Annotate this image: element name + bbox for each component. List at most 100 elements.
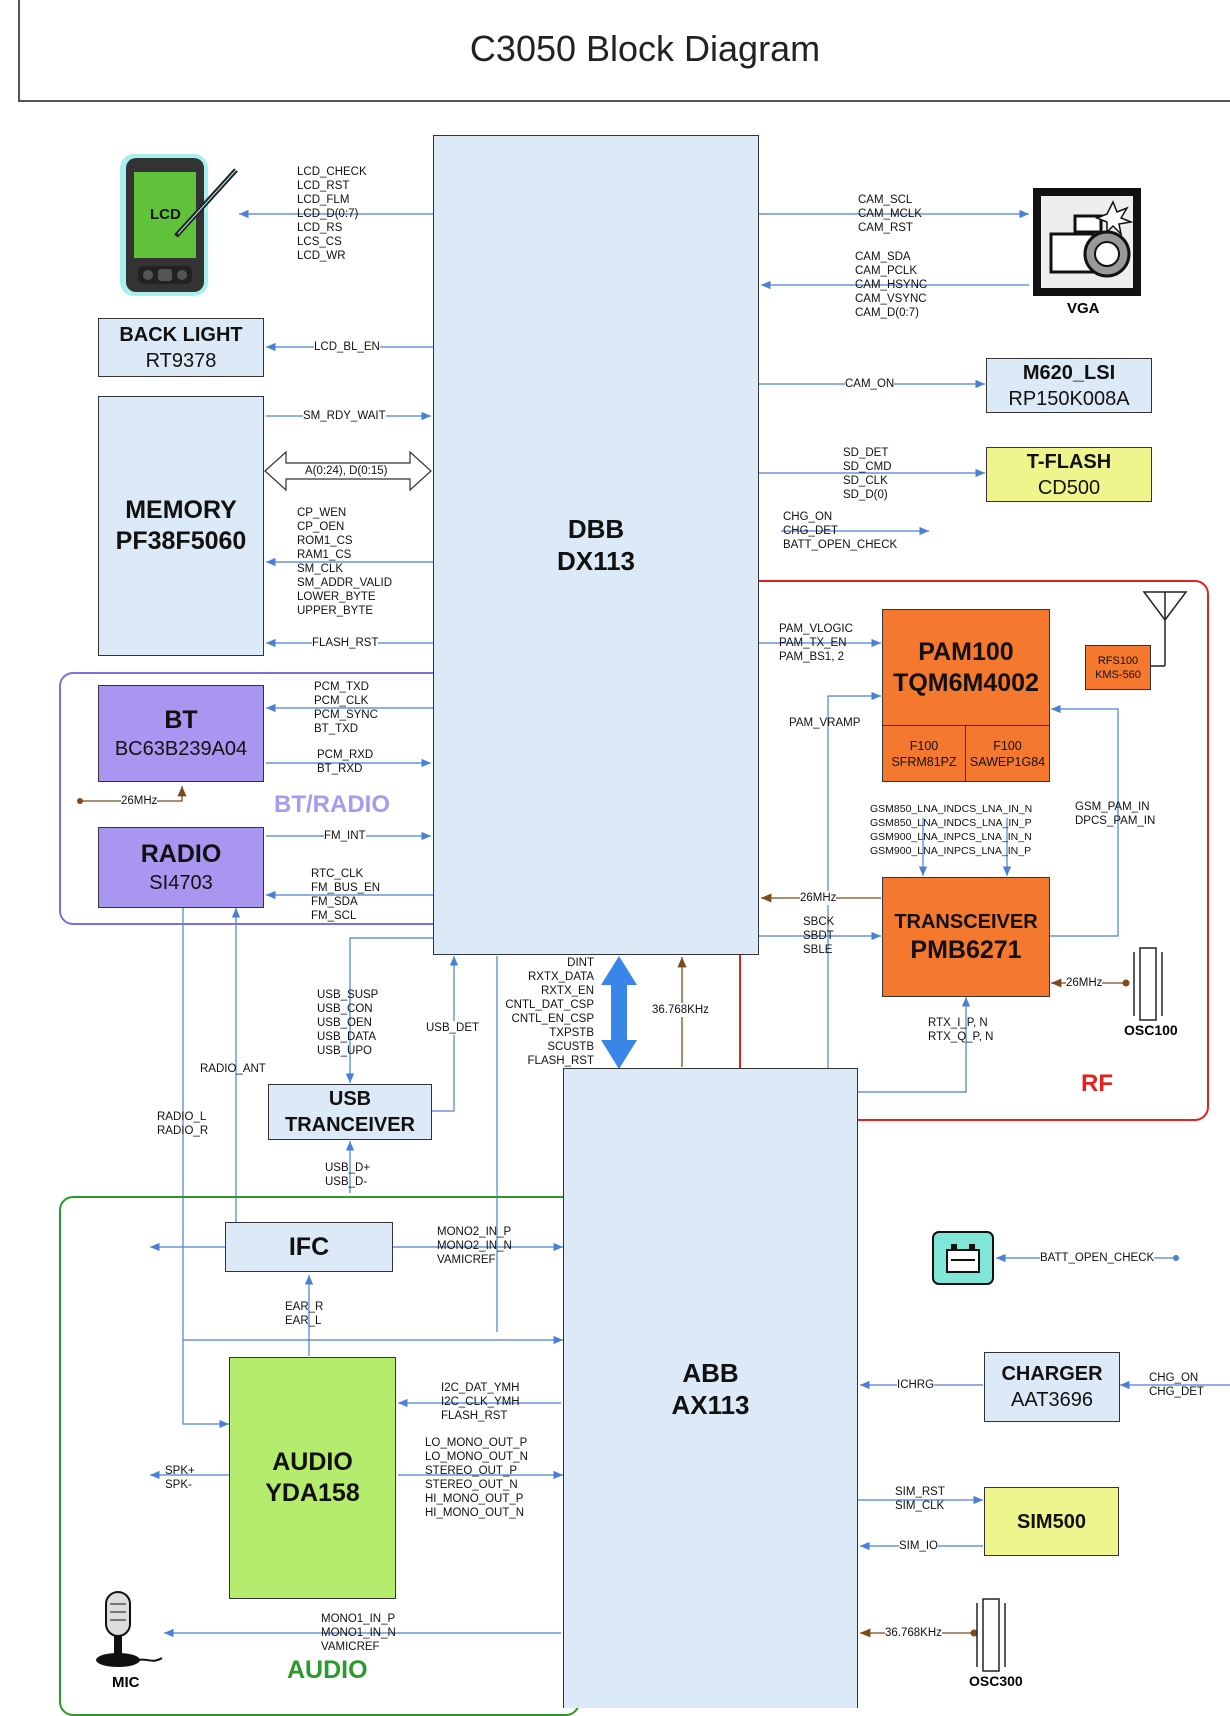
sig-ear: EAR_R EAR_L xyxy=(285,1301,324,1327)
backlight-part: RT9378 xyxy=(145,349,217,372)
sig-mem-ctrl: CP_WEN CP_OEN ROM1_CS RAM1_CS SM_CLK SM_… xyxy=(297,507,393,617)
audio-part: YDA158 xyxy=(265,1479,360,1507)
charger-name: CHARGER xyxy=(1001,1363,1103,1385)
tflash-name: T-FLASH xyxy=(1026,450,1112,473)
battery-icon xyxy=(932,1231,994,1285)
sig-cam-on: CAM_ON xyxy=(845,377,895,391)
tflash-block: T-FLASH CD500 xyxy=(986,447,1152,502)
abb-part: AX113 xyxy=(671,1389,750,1420)
sig-cam-data: CAM_SDA CAM_PCLK CAM_HSYNC CAM_VSYNC CAM… xyxy=(855,251,928,319)
address-bus-arrow xyxy=(264,450,432,492)
charger-part: AAT3696 xyxy=(1011,1389,1093,1411)
osc300-label: OSC300 xyxy=(969,1673,1023,1689)
audio-block: AUDIO YDA158 xyxy=(229,1357,396,1599)
osc300-wrap: OSC300 xyxy=(967,1597,1037,1692)
ifc-name: IFC xyxy=(288,1232,330,1261)
mic-label: MIC xyxy=(112,1674,140,1691)
sig-addr: A(0:24), D(0:15) xyxy=(305,465,388,477)
wire-radio-lr xyxy=(182,908,229,1429)
mic-wrap: MIC xyxy=(88,1588,168,1692)
sig-sd: SD_DET SD_CMD SD_CLK SD_D(0) xyxy=(843,447,892,501)
sig-chg: CHG_ON CHG_DET BATT_OPEN_CHECK xyxy=(783,511,898,551)
bt-part: BC63B239A04 xyxy=(114,738,248,760)
rfs-part: KMS-560 xyxy=(1095,668,1141,681)
abb-block: ABB AX113 xyxy=(563,1068,858,1708)
sig-osc-26: 26MHz xyxy=(1066,976,1103,990)
vga-camera-wrap: VGA xyxy=(1031,186,1143,317)
antenna-icon xyxy=(1142,591,1188,667)
bt-radio-group-label: BT/RADIO xyxy=(274,791,390,818)
sig-mono2: MONO2_IN_P MONO2_IN_N VAMICREF xyxy=(437,1226,512,1266)
trx-part: PMB6271 xyxy=(910,935,1022,964)
sig-pcm-rx: PCM_RXD BT_RXD xyxy=(317,749,374,775)
backlight-name: BACK LIGHT xyxy=(119,323,243,346)
radio-block: RADIO SI4703 xyxy=(98,827,264,908)
sim-name: SIM500 xyxy=(1017,1510,1086,1533)
sig-bt-clk: 26MHz xyxy=(121,794,158,808)
sig-usb-ctrl: USB_SUSP USB_CON USB_OEN USB_DATA USB_UP… xyxy=(317,989,379,1057)
sig-pam-vramp: PAM_VRAMP xyxy=(789,717,861,729)
f100a-part: SFRM81PZ xyxy=(891,754,957,769)
m620-name: M620_LSI xyxy=(1022,361,1116,384)
tflash-part: CD500 xyxy=(1037,476,1101,499)
sig-cam-ctrl: CAM_SCL CAM_MCLK CAM_RST xyxy=(858,194,922,234)
sig-fm-bus: RTC_CLK FM_BUS_EN FM_SDA FM_SCL xyxy=(311,868,381,922)
crystal-oscillator-icon xyxy=(1133,947,1163,1021)
bt-name: BT xyxy=(164,706,198,734)
f100b-part: SAWEP1G84 xyxy=(969,754,1046,769)
rf-group-label: RF xyxy=(1081,1070,1113,1097)
sig-flash-rst: FLASH_RST xyxy=(312,636,379,650)
sig-osc300-clk: 36.768KHz xyxy=(885,1626,942,1640)
sig-lna: GSM850_LNA_INDCS_LNA_IN_N GSM850_LNA_IND… xyxy=(870,803,1033,857)
pda-lcd-icon xyxy=(120,154,238,296)
memory-name: MEMORY xyxy=(125,496,237,524)
sig-radio-lr: RADIO_L RADIO_R xyxy=(157,1111,209,1137)
sig-sim-io: SIM_IO xyxy=(899,1539,938,1553)
wire-rtx xyxy=(857,997,971,1093)
osc100-label: OSC100 xyxy=(1124,1022,1178,1038)
sig-khz: 36.768KHz xyxy=(652,1003,709,1017)
sig-chg-in: CHG_ON CHG_DET xyxy=(1149,1372,1204,1398)
m620-block: M620_LSI RP150K008A xyxy=(986,358,1152,413)
lcd-icon-label: LCD xyxy=(150,206,181,223)
charger-block: CHARGER AAT3696 xyxy=(984,1352,1120,1422)
sig-mono1: MONO1_IN_P MONO1_IN_N VAMICREF xyxy=(321,1613,396,1653)
sig-dbb-abb: DINT RXTX_DATA RXTX_EN CNTL_DAT_CSP CNTL… xyxy=(505,957,594,1067)
osc100-wrap: OSC100 xyxy=(1124,946,1194,1040)
transceiver-block: TRANSCEIVER PMB6271 xyxy=(882,877,1050,997)
wire-usb-det xyxy=(430,956,459,1112)
sig-audio-out: LO_MONO_OUT_P LO_MONO_OUT_N STEREO_OUT_P… xyxy=(425,1437,528,1519)
sig-radio-ant: RADIO_ANT xyxy=(200,1063,266,1075)
pam-part: TQM6M4002 xyxy=(893,668,1039,697)
sig-i2c: I2C_DAT_YMH I2C_CLK_YMH FLASH_RST xyxy=(441,1382,520,1422)
sig-lcd-bl: LCD_BL_EN xyxy=(314,340,380,354)
ifc-block: IFC xyxy=(225,1222,393,1272)
wire-usb-ctrl xyxy=(345,937,433,1083)
camera-icon xyxy=(1033,188,1141,296)
sig-gsm-pam: GSM_PAM_IN DPCS_PAM_IN xyxy=(1075,801,1156,827)
f100a-name: F100 xyxy=(909,738,939,753)
rfs100-block: RFS100 KMS-560 xyxy=(1085,645,1151,690)
audio-group-label: AUDIO xyxy=(287,1656,368,1684)
f100b-name: F100 xyxy=(993,738,1022,753)
sig-sb: SBCK SBDT SBLE xyxy=(803,916,835,956)
dbb-abb-bus-arrow xyxy=(601,956,637,1069)
dbb-name: DBB xyxy=(567,514,625,544)
wire-pam-vramp xyxy=(827,691,881,1070)
usb-tranceiver-block: USB TRANCEIVER xyxy=(268,1084,432,1140)
title-frame xyxy=(18,0,1230,102)
wire-gsm-pam xyxy=(1049,704,1119,937)
m620-part: RP150K008A xyxy=(1008,387,1130,410)
rfs-name: RFS100 xyxy=(1097,654,1139,667)
sig-fm-int: FM_INT xyxy=(324,829,366,843)
wire-bt-clk xyxy=(80,786,187,802)
sig-rtx: RTX_I_P, N RTX_Q_P, N xyxy=(928,1017,994,1043)
abb-name: ABB xyxy=(682,1357,739,1388)
sig-batt-check: BATT_OPEN_CHECK xyxy=(1040,1251,1155,1265)
sig-trx-clk: 26MHz xyxy=(800,891,837,905)
bt-block: BT BC63B239A04 xyxy=(98,685,264,782)
sig-ichrg: ICHRG xyxy=(897,1378,935,1392)
pam-name: PAM100 xyxy=(918,637,1014,666)
f100-saw-block: F100 SAWEP1G84 xyxy=(965,725,1050,782)
